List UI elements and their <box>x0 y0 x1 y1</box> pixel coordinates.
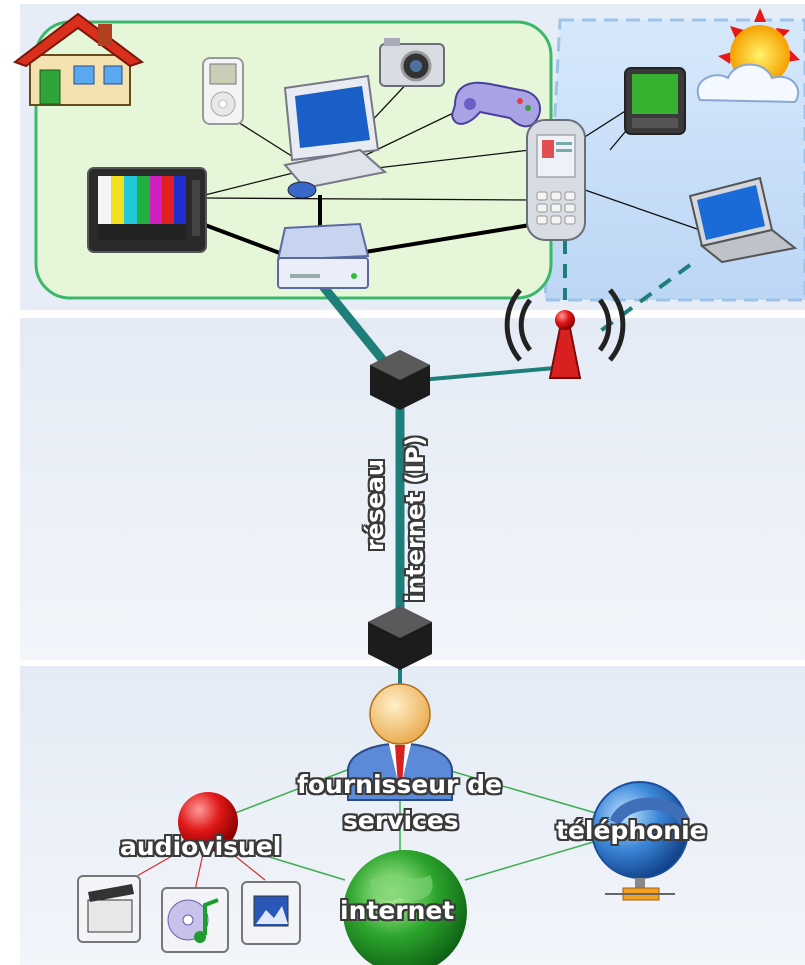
service-links <box>229 764 621 881</box>
router-icon <box>370 350 430 410</box>
tv-icon <box>87 167 207 253</box>
telephony-label: téléphonie <box>556 816 707 845</box>
provider-label-line1: fournisseur de <box>297 770 502 799</box>
house-icon <box>12 12 145 106</box>
antenna-icon <box>504 288 626 379</box>
film-clapper-icon <box>77 875 141 943</box>
mobile-phone-icon <box>526 119 586 241</box>
audiovisual-label: audiovisuel <box>120 832 282 861</box>
laptop-icon <box>688 176 798 264</box>
camera-icon <box>379 38 445 87</box>
photo-icon <box>241 881 301 945</box>
router-icon <box>368 606 432 670</box>
user-icon <box>347 683 453 801</box>
ipod-icon <box>202 57 244 125</box>
modem-icon <box>276 222 370 289</box>
network-label-line2: internet (IP) <box>401 435 429 602</box>
internet-label: internet <box>340 896 455 925</box>
provider-label-line2: services <box>343 806 459 835</box>
computer-icon <box>283 74 388 199</box>
music-cd-icon <box>161 887 229 953</box>
network-label-line1: réseau <box>361 459 389 551</box>
globe-icon <box>343 850 467 965</box>
red-sphere-icon <box>178 792 238 852</box>
telephone-globe-icon <box>591 781 690 901</box>
sun-cloud-icon <box>696 8 800 104</box>
wired-links <box>204 195 531 257</box>
pda-icon <box>624 67 686 135</box>
